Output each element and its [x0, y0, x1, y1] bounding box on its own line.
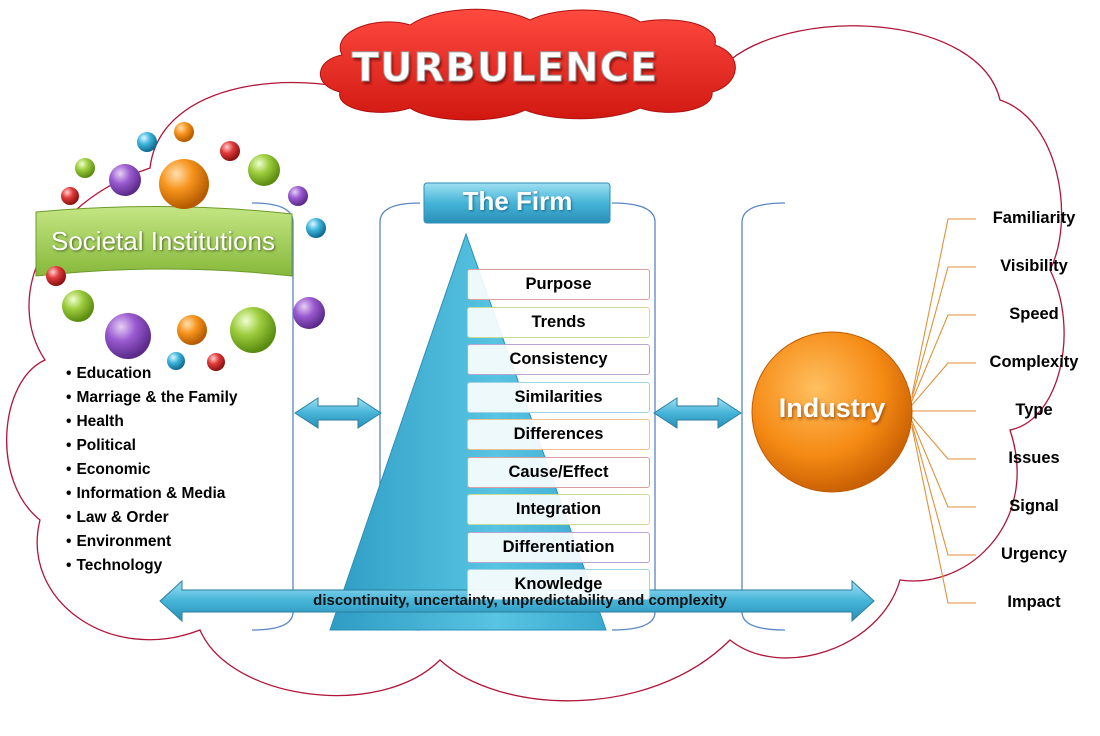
industry-attribute: Familiarity	[992, 209, 1076, 227]
societal-institutions-list: Education Marriage & the Family Health P…	[66, 362, 238, 578]
societal-bracket	[251, 202, 294, 631]
list-item: Health	[66, 410, 238, 434]
industry-attribute: Issues	[1008, 449, 1060, 467]
firm-items-list: Purpose Trends Consistency Similarities …	[467, 269, 650, 607]
industry-attribute: Signal	[1009, 497, 1059, 515]
list-item: Law & Order	[66, 506, 238, 530]
list-item: Environment	[66, 530, 238, 554]
firm-item: Consistency	[467, 344, 650, 375]
firm-bracket-right	[611, 202, 656, 631]
industry-attribute: Complexity	[989, 353, 1079, 371]
firm-item: Cause/Effect	[467, 456, 650, 488]
societal-institutions-banner	[35, 205, 293, 277]
list-item: Political	[66, 434, 238, 458]
industry-attribute: Visibility	[1000, 257, 1068, 275]
industry-attribute: Type	[1015, 401, 1053, 419]
industry-label: Industry	[778, 393, 886, 423]
industry-attribute: Impact	[1007, 593, 1061, 611]
industry-attribute-connectors	[911, 218, 976, 604]
industry-circle	[751, 331, 913, 493]
list-item: Information & Media	[66, 482, 238, 506]
firm-item: Trends	[467, 306, 650, 338]
list-item: Marriage & the Family	[66, 386, 237, 410]
turbulence-banner-text: discontinuity, uncertainty, unpredictabi…	[313, 592, 727, 609]
societal-firm-double-arrow	[294, 397, 382, 429]
the-firm-label: The Firm	[462, 186, 573, 216]
industry-attribute: Speed	[1009, 305, 1059, 323]
firm-industry-double-arrow	[653, 397, 742, 429]
firm-item: Differentiation	[467, 531, 650, 563]
list-item: Economic	[66, 458, 238, 482]
turbulence-title-cloud	[319, 8, 736, 121]
firm-item: Similarities	[467, 381, 650, 413]
the-firm-header	[423, 182, 611, 224]
societal-institutions-label: Societal Institutions	[50, 226, 275, 256]
firm-item: Knowledge	[467, 569, 650, 600]
industry-bracket	[741, 202, 786, 631]
list-item: Technology	[66, 554, 238, 578]
firm-item: Purpose	[467, 269, 650, 300]
firm-item: Differences	[467, 419, 650, 450]
bottom-double-arrow-banner	[159, 579, 875, 623]
list-item: Education	[66, 362, 238, 386]
bubbles	[46, 122, 326, 371]
industry-attribute: Urgency	[1000, 545, 1068, 563]
turbulence-title: TURBULENCE	[351, 45, 659, 92]
firm-item: Integration	[467, 494, 650, 525]
